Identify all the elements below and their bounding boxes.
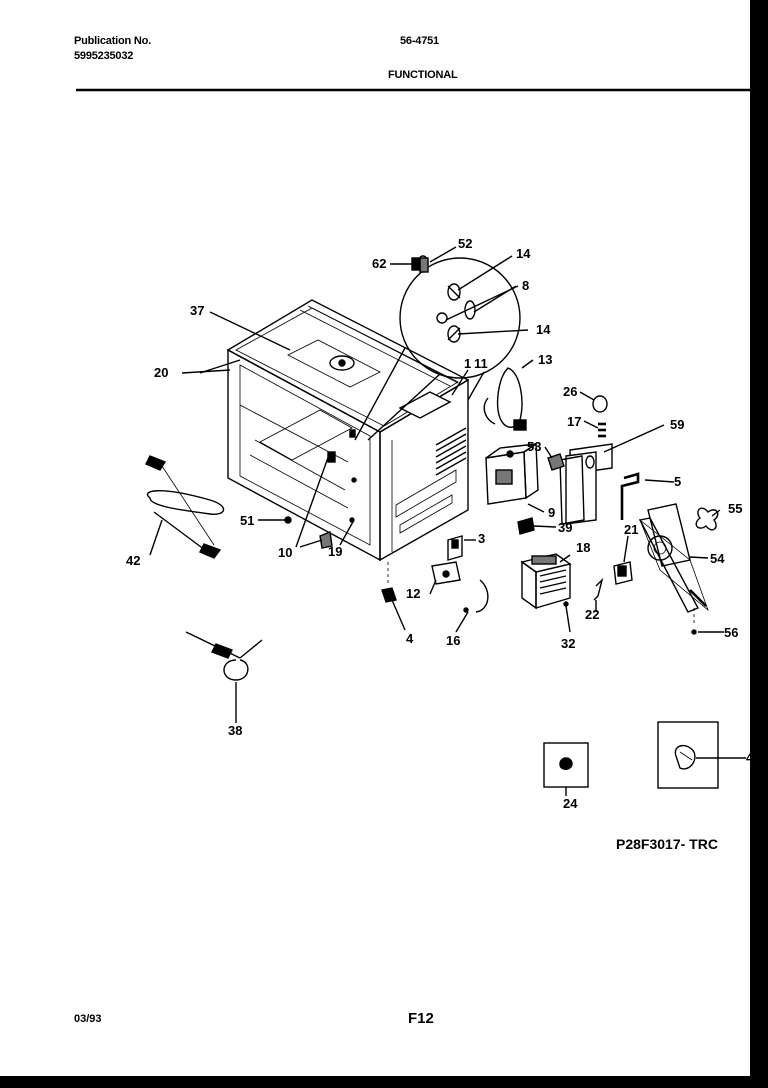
part-16-wire [463, 579, 489, 613]
callout-24: 24 [563, 796, 578, 811]
cabinet-assembly [226, 299, 470, 562]
callout-14-bottom: 14 [536, 322, 551, 337]
part-12-latch [431, 561, 461, 585]
part-17 [598, 422, 606, 438]
part-59-bracket [559, 443, 613, 525]
callout-16: 16 [446, 633, 461, 648]
callout-32: 32 [561, 636, 576, 651]
callout-54: 54 [710, 551, 725, 566]
part-39 [517, 517, 535, 535]
footer-date: 03/93 [74, 1013, 102, 1025]
callout-12: 12 [406, 586, 421, 601]
callout-42: 42 [126, 553, 141, 568]
part-42-heater [145, 455, 225, 559]
model-number: 56-4751 [400, 35, 439, 47]
figure-code: P28F3017- TRC [616, 836, 718, 852]
callout-37: 37 [190, 303, 205, 318]
callout-13: 13 [538, 352, 553, 367]
exploded-view-drawing [76, 88, 750, 796]
callout-55: 55 [728, 501, 743, 516]
callout-14-top: 14 [516, 246, 531, 261]
part-62 [411, 257, 421, 271]
part-10 [319, 531, 333, 549]
part-54-fan-bracket [638, 503, 709, 613]
callout-22: 22 [585, 607, 600, 622]
part-55-fan-blade [695, 507, 719, 531]
callout-21: 21 [624, 522, 639, 537]
callout-53: 53 [527, 439, 542, 454]
part-21-switch [613, 561, 633, 585]
callout-11: 11 [474, 356, 488, 371]
callout-26: 26 [563, 384, 578, 399]
callout-3: 3 [478, 531, 486, 546]
part-51 [284, 516, 292, 524]
part-18-transformer [520, 553, 572, 610]
callout-5: 5 [674, 474, 682, 489]
publication-number: 5995235032 [74, 50, 134, 62]
part-13-cord [483, 367, 527, 431]
callout-20: 20 [154, 365, 169, 380]
part-56 [691, 629, 697, 635]
callout-62: 62 [372, 256, 387, 271]
callout-39: 39 [558, 520, 573, 535]
part-40-box [657, 721, 719, 789]
callout-9: 9 [548, 505, 556, 520]
detail-magnifier [354, 255, 521, 441]
callout-51: 51 [240, 513, 255, 528]
leader-lines [149, 246, 746, 796]
callout-59: 59 [670, 417, 685, 432]
callout-52: 52 [458, 236, 473, 251]
part-26 [592, 395, 608, 413]
callout-18: 18 [576, 540, 591, 555]
callout-1: 1 [464, 356, 472, 371]
callout-19: 19 [328, 544, 343, 559]
section-title: FUNCTIONAL [388, 69, 458, 81]
part-32 [563, 601, 569, 607]
part-4-foot [381, 587, 397, 603]
part-38-cutoff [185, 631, 263, 681]
callout-38: 38 [228, 723, 243, 738]
callout-17: 17 [567, 414, 582, 429]
callout-56: 56 [724, 625, 739, 640]
part-5 [620, 472, 640, 520]
part-22 [593, 577, 604, 601]
footer-page: F12 [408, 1010, 434, 1027]
part-3-switch [447, 535, 463, 561]
callout-10: 10 [278, 545, 293, 560]
parts-diagram-sheet: Publication No. 5995235032 56-4751 FUNCT… [0, 0, 750, 1076]
callout-8: 8 [522, 278, 530, 293]
part-9-capacitor [485, 442, 539, 505]
callout-4: 4 [406, 631, 414, 646]
callout-40: 40 [746, 750, 750, 765]
publication-label: Publication No. [74, 35, 152, 47]
